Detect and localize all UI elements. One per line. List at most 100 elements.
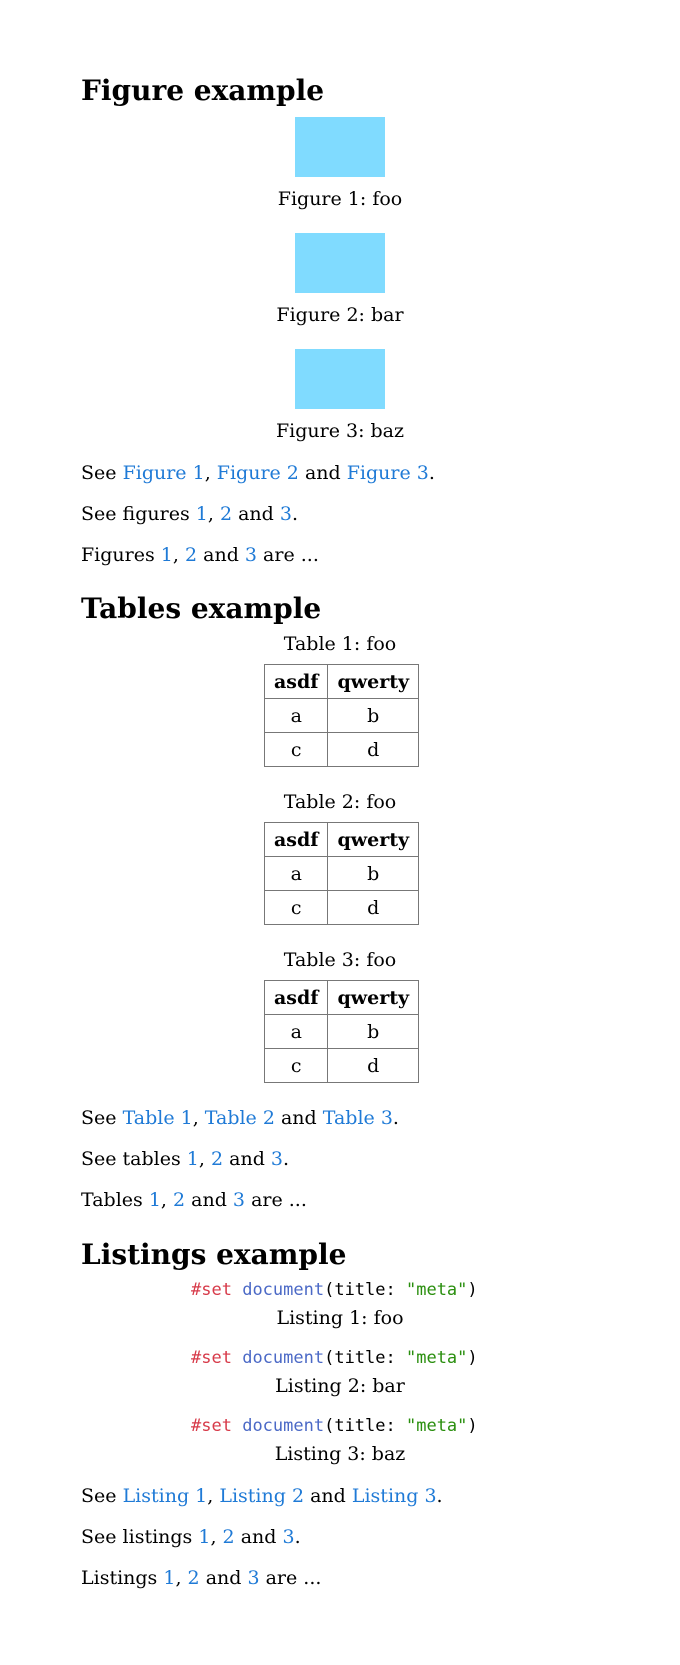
tables-are-paragraph: Tables 1, 2 and 3 are ... [81,1188,307,1212]
figure-2-link[interactable]: Figure 2 [216,462,299,484]
tables-heading: Tables example [81,592,322,625]
table-2-number-link[interactable]: 2 [173,1189,186,1211]
table-cell: c [263,890,329,925]
table-1-link[interactable]: Table 1 [122,1107,193,1129]
figure-2-caption: Figure 2: bar [276,304,404,326]
period: . [283,1148,290,1170]
text: Listings [81,1567,158,1589]
period: . [294,1526,301,1548]
table-header-cell: asdf [263,980,329,1015]
figures-are-paragraph: Figures 1, 2 and 3 are ... [81,543,319,567]
listing-1-number-link[interactable]: 1 [163,1567,176,1589]
table-refs-paragraph: See Table 1, Table 2 and Table 3. [81,1106,399,1130]
table-2-caption: Table 2: foo [283,791,397,813]
and: and [280,1107,317,1129]
sep: , [175,1567,182,1589]
table-header-row: asdf qwerty [263,980,420,1015]
table-cell: d [327,890,420,925]
text: See tables [81,1148,181,1170]
code-close: ) [467,1416,478,1436]
table-1-number-link[interactable]: 1 [148,1189,161,1211]
figure-refs-plural-paragraph: See figures 1, 2 and 3. [81,502,298,526]
table-3-caption: Table 3: foo [283,949,397,971]
text: Tables [81,1189,143,1211]
figure-1-link[interactable]: Figure 1 [122,462,205,484]
table-2-number-link[interactable]: 2 [210,1148,224,1170]
listing-1-link[interactable]: Listing 1 [122,1485,208,1507]
listing-3-number-link[interactable]: 3 [282,1526,295,1548]
table-header-row: asdf qwerty [263,664,420,699]
and: and [304,462,341,484]
code-string: "meta" [405,1280,468,1300]
table-cell: a [263,1014,329,1049]
code-close: ) [467,1348,478,1368]
code-args: (title: [324,1348,406,1368]
figure-1-caption: Figure 1: foo [277,188,403,210]
listing-1-number-link[interactable]: 1 [198,1526,211,1548]
table-1-number-link[interactable]: 1 [186,1148,199,1170]
table-row: a b [263,1014,420,1049]
sep: , [160,1189,167,1211]
text: See [81,1107,117,1129]
listing-1-code: #set document(title: "meta") [191,1279,478,1301]
table-2-link[interactable]: Table 2 [204,1107,275,1129]
and: and [240,1526,277,1548]
text: See figures [81,503,190,525]
and: and [238,503,274,525]
table-cell: d [327,732,420,767]
listing-2-number-link[interactable]: 2 [187,1567,200,1589]
listing-refs-paragraph: See Listing 1, Listing 2 and Listing 3. [81,1484,443,1508]
code-function: document [242,1348,325,1368]
figure-3-box [295,349,385,409]
table-3-link[interactable]: Table 3 [322,1107,393,1129]
text: Figures [81,544,155,566]
table-cell: b [327,856,420,891]
listing-2-code: #set document(title: "meta") [191,1347,478,1369]
figure-2-number-link[interactable]: 2 [184,544,198,566]
table-header-row: asdf qwerty [263,822,420,857]
code-string: "meta" [405,1416,468,1436]
and: and [310,1485,346,1507]
period: . [436,1485,443,1507]
code-keyword: #set [191,1348,232,1368]
table-cell: a [263,698,329,733]
figure-1-number-link[interactable]: 1 [160,544,173,566]
sep: , [198,1148,205,1170]
listing-3-code: #set document(title: "meta") [191,1415,478,1437]
figure-3-number-link[interactable]: 3 [244,544,257,566]
and: and [203,544,239,566]
listings-heading: Listings example [81,1238,347,1271]
figure-2-number-link[interactable]: 2 [219,503,233,525]
figure-2-box [295,233,385,293]
table-row: c d [263,1048,420,1083]
code-keyword: #set [191,1416,232,1436]
are: are ... [263,544,319,566]
code-function: document [242,1416,325,1436]
listing-3-number-link[interactable]: 3 [247,1567,260,1589]
figure-3-link[interactable]: Figure 3 [346,462,429,484]
and: and [205,1567,242,1589]
are: are ... [251,1189,307,1211]
text: See listings [81,1526,193,1548]
listing-3-link[interactable]: Listing 3 [351,1485,437,1507]
figure-refs-paragraph: See Figure 1, Figure 2 and Figure 3. [81,461,435,485]
figure-3-number-link[interactable]: 3 [279,503,292,525]
table-header-cell: qwerty [327,664,420,699]
sep: , [172,544,179,566]
code-close: ) [467,1280,478,1300]
table-header-cell: qwerty [327,822,420,857]
listing-2-number-link[interactable]: 2 [222,1526,235,1548]
listing-2-link[interactable]: Listing 2 [219,1485,305,1507]
code-string: "meta" [405,1348,468,1368]
figure-1-number-link[interactable]: 1 [195,503,208,525]
table-2: asdf qwerty a b c d [263,822,420,925]
table-row: a b [263,856,420,891]
sep: , [204,462,211,484]
figure-3-caption: Figure 3: baz [275,420,405,442]
table-3-number-link[interactable]: 3 [232,1189,246,1211]
figures-heading: Figure example [81,74,325,107]
table-3-number-link[interactable]: 3 [270,1148,283,1170]
text: See [81,1485,117,1507]
table-cell: a [263,856,329,891]
and: and [229,1148,265,1170]
